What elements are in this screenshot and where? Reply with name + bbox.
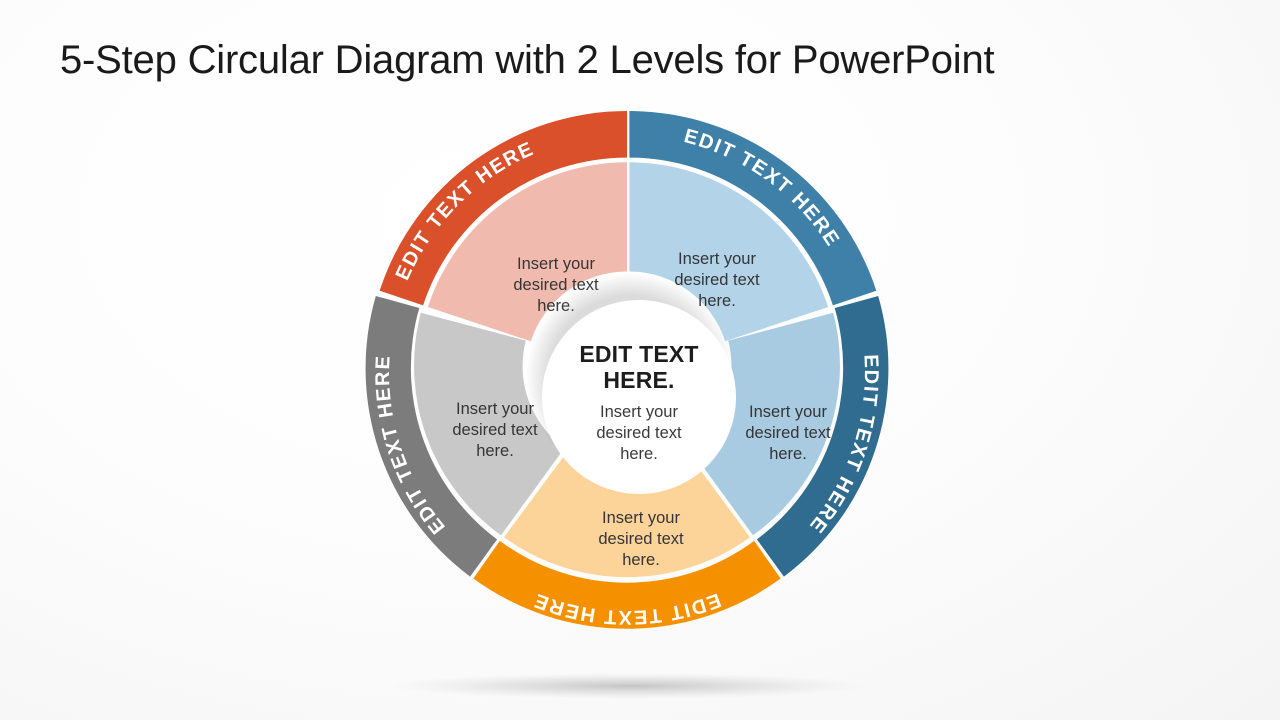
- segment-top-right-body: Insert your desired text here.: [674, 250, 760, 310]
- segment-top-right-body-line2: desired text: [674, 271, 760, 289]
- segment-top-body-line1: Insert your: [517, 255, 595, 273]
- center-body-line1: Insert your: [600, 403, 678, 421]
- segment-left[interactable]: EDIT TEXT HERE Insert your desired text …: [365, 296, 565, 577]
- segment-top-right-ring[interactable]: [629, 111, 877, 306]
- segment-bottom-body-line2: desired text: [598, 530, 684, 548]
- segment-right[interactable]: EDIT TEXT HERE Insert your desired text …: [689, 296, 889, 577]
- segment-top-right-inner[interactable]: [629, 162, 829, 342]
- segment-right-body-line2: desired text: [745, 424, 831, 442]
- segment-top-inner[interactable]: [427, 162, 627, 342]
- segment-top-ring[interactable]: [379, 111, 627, 371]
- segment-bottom-body-line3: here.: [622, 551, 660, 569]
- segment-left-ring[interactable]: [365, 296, 498, 577]
- center-body-line2: desired text: [596, 424, 682, 442]
- segment-left-body: Insert your desired text here.: [452, 400, 538, 460]
- segment-top-right-body-line3: here.: [698, 292, 736, 310]
- center-hub[interactable]: EDIT TEXT HERE. Insert your desired text…: [526, 273, 736, 494]
- segment-bottom-ring[interactable]: [473, 540, 781, 629]
- segment-right-body-line1: Insert your: [749, 403, 827, 421]
- segment-bottom-inner[interactable]: [504, 450, 750, 578]
- segment-top-right[interactable]: EDIT TEXT HERE Insert your desired text …: [629, 111, 877, 342]
- segment-bottom-body: Insert your desired text here.: [598, 509, 684, 569]
- diagram-shadow: [390, 673, 870, 699]
- segment-bottom-body-line1: Insert your: [602, 509, 680, 527]
- center-heading-line2: HERE.: [603, 367, 674, 393]
- segment-left-body-line2: desired text: [452, 421, 538, 439]
- segment-right-ring[interactable]: [756, 296, 889, 577]
- segment-right-body-line3: here.: [769, 445, 807, 463]
- center-heading-line1: EDIT TEXT: [579, 341, 698, 367]
- center-body-line3: here.: [620, 445, 658, 463]
- segment-right-inner[interactable]: [689, 312, 840, 536]
- segment-left-inner[interactable]: [414, 312, 565, 536]
- page-title: 5-Step Circular Diagram with 2 Levels fo…: [60, 38, 995, 82]
- segment-top-right-body-line1: Insert your: [678, 250, 756, 268]
- center-hub-circle[interactable]: [542, 300, 736, 494]
- segment-left-body-line3: here.: [476, 442, 514, 460]
- segment-right-body: Insert your desired text here.: [745, 403, 831, 463]
- segment-left-body-line1: Insert your: [456, 400, 534, 418]
